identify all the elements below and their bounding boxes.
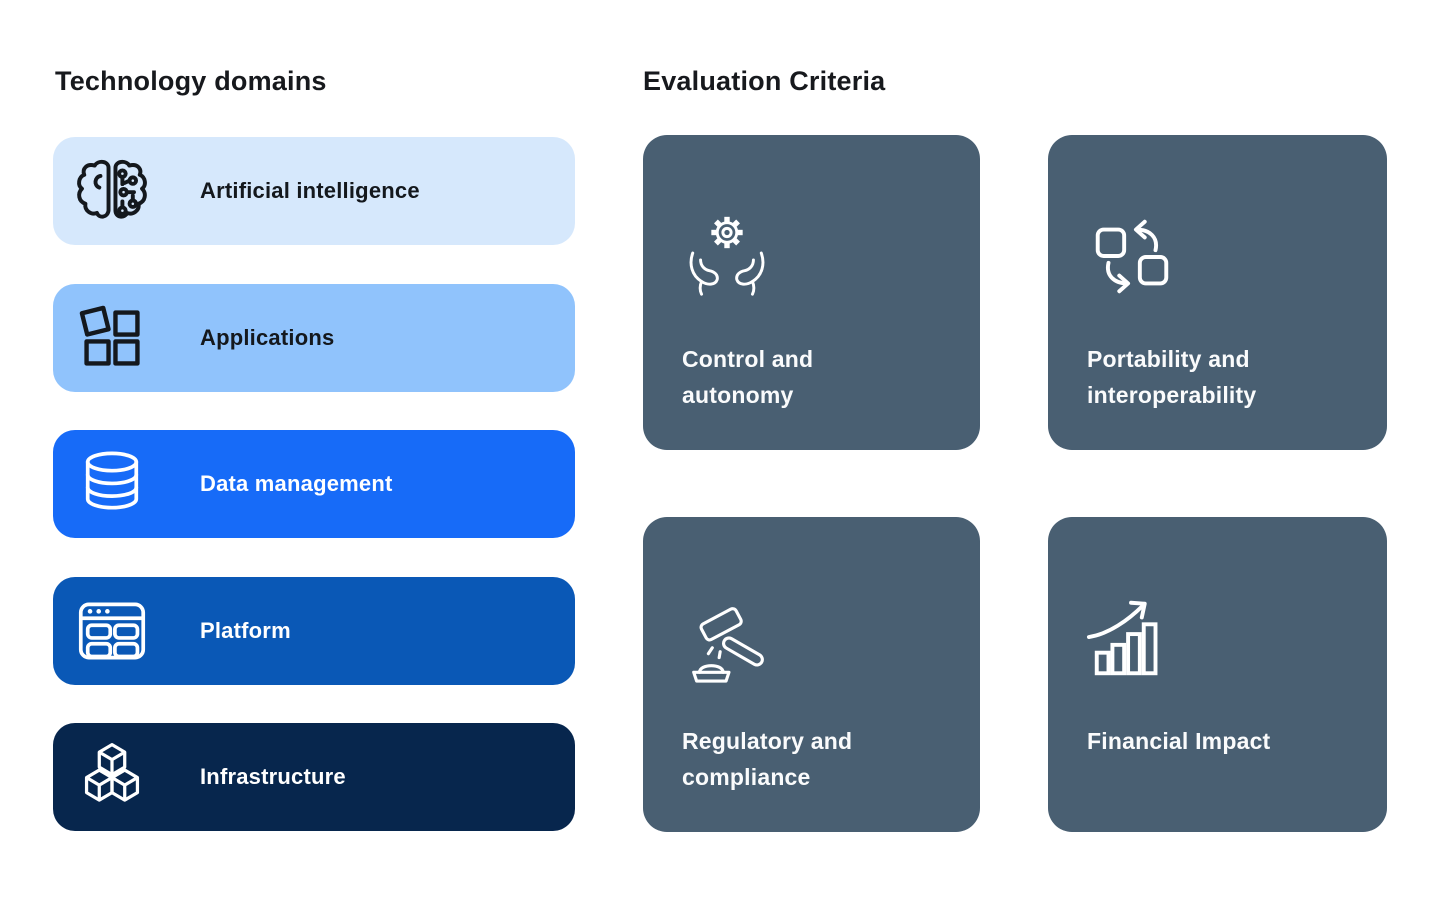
domain-row-data-management: Data management [53,430,575,538]
criteria-card-portability-interoperability: Portability and interoperability [1048,135,1387,450]
domain-row-infrastructure: Infrastructure [53,723,575,831]
evaluation-criteria-grid: Control and autonomy Portability and int… [643,135,1387,832]
domain-row-artificial-intelligence: Artificial intelligence [53,137,575,245]
criteria-label: Portability and interoperability [1087,346,1257,408]
criteria-card-control-autonomy: Control and autonomy [643,135,980,450]
criteria-label: Financial Impact [1087,728,1271,754]
swap-squares-icon [1085,209,1179,303]
browser-window-icon [75,594,149,668]
criteria-card-regulatory-compliance: Regulatory and compliance [643,517,980,832]
right-section-title: Evaluation Criteria [643,66,886,96]
domain-label: Platform [200,617,291,643]
criteria-card-financial-impact: Financial Impact [1048,517,1387,832]
domain-row-applications: Applications [53,283,575,392]
domain-label: Infrastructure [200,764,346,789]
domain-label: Artificial intelligence [200,178,420,203]
brain-icon [75,154,149,228]
bar-chart-growth-icon [1085,591,1179,685]
hands-gear-icon [680,209,774,303]
criteria-label: Control and autonomy [682,346,814,408]
domain-row-platform: Platform [53,576,575,685]
domain-label: Applications [200,324,335,350]
cubes-icon [75,740,149,814]
domain-label: Data management [200,471,393,496]
criteria-label: Regulatory and compliance [682,728,853,790]
technology-domain-list: Artificial intelligence Applications Dat… [53,137,575,831]
left-section-title: Technology domains [55,66,327,96]
database-icon [75,447,149,521]
app-squares-icon [75,301,149,375]
gavel-icon [680,591,774,685]
